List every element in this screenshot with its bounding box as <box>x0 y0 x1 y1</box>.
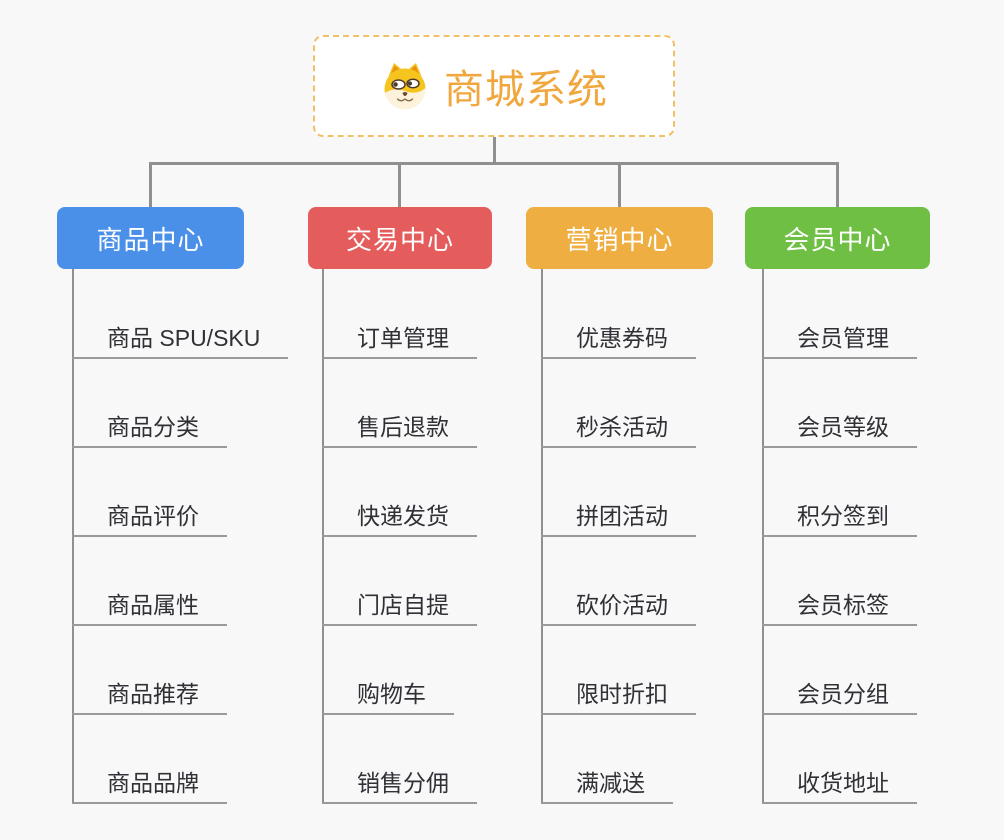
leaf-node[interactable]: 商品属性 <box>72 582 227 626</box>
leaf-node[interactable]: 会员等级 <box>762 404 917 448</box>
leaf-node[interactable]: 拼团活动 <box>541 493 696 537</box>
connector-drop-members <box>836 162 839 208</box>
leaf-node[interactable]: 商品评价 <box>72 493 227 537</box>
dog-face-icon <box>384 63 426 110</box>
connector-drop-products <box>149 162 152 208</box>
connector-drop-marketing <box>618 162 621 208</box>
leaf-node[interactable]: 会员标签 <box>762 582 917 626</box>
connector-root-stub <box>493 137 496 164</box>
branch-node-product-center[interactable]: 商品中心 <box>57 207 244 269</box>
leaf-node[interactable]: 商品品牌 <box>72 760 227 804</box>
leaf-node[interactable]: 订单管理 <box>322 315 477 359</box>
leaf-node[interactable]: 商品推荐 <box>72 671 227 715</box>
leaf-node[interactable]: 秒杀活动 <box>541 404 696 448</box>
branch-label: 商品中心 <box>96 224 205 255</box>
leaf-node[interactable]: 购物车 <box>322 671 454 715</box>
leaf-node[interactable]: 会员管理 <box>762 315 917 359</box>
branch-node-trade-center[interactable]: 交易中心 <box>308 207 492 269</box>
leaf-node[interactable]: 商品 SPU/SKU <box>72 315 289 359</box>
root-node-mall-system[interactable]: 商城系统 <box>313 35 675 137</box>
leaf-node[interactable]: 门店自提 <box>322 582 477 626</box>
leaf-node[interactable]: 砍价活动 <box>541 582 696 626</box>
branch-label: 营销中心 <box>565 224 674 255</box>
branch-label: 交易中心 <box>345 224 454 255</box>
leaf-node[interactable]: 满减送 <box>541 760 673 804</box>
root-title: 商城系统 <box>444 68 608 112</box>
branch-node-member-center[interactable]: 会员中心 <box>745 207 930 269</box>
leaf-node[interactable]: 积分签到 <box>762 493 917 537</box>
leaf-node[interactable]: 快递发货 <box>322 493 477 537</box>
leaf-node[interactable]: 限时折扣 <box>541 671 696 715</box>
branch-node-marketing-center[interactable]: 营销中心 <box>526 207 713 269</box>
leaf-node[interactable]: 售后退款 <box>322 404 477 448</box>
leaf-node[interactable]: 销售分佣 <box>322 760 477 804</box>
leaf-node[interactable]: 收货地址 <box>762 760 917 804</box>
leaf-node[interactable]: 商品分类 <box>72 404 227 448</box>
leaf-node[interactable]: 优惠券码 <box>541 315 696 359</box>
branch-label: 会员中心 <box>783 224 892 255</box>
leaf-node[interactable]: 会员分组 <box>762 671 917 715</box>
connector-horizontal-bus <box>149 162 839 165</box>
connector-drop-trade <box>398 162 401 208</box>
